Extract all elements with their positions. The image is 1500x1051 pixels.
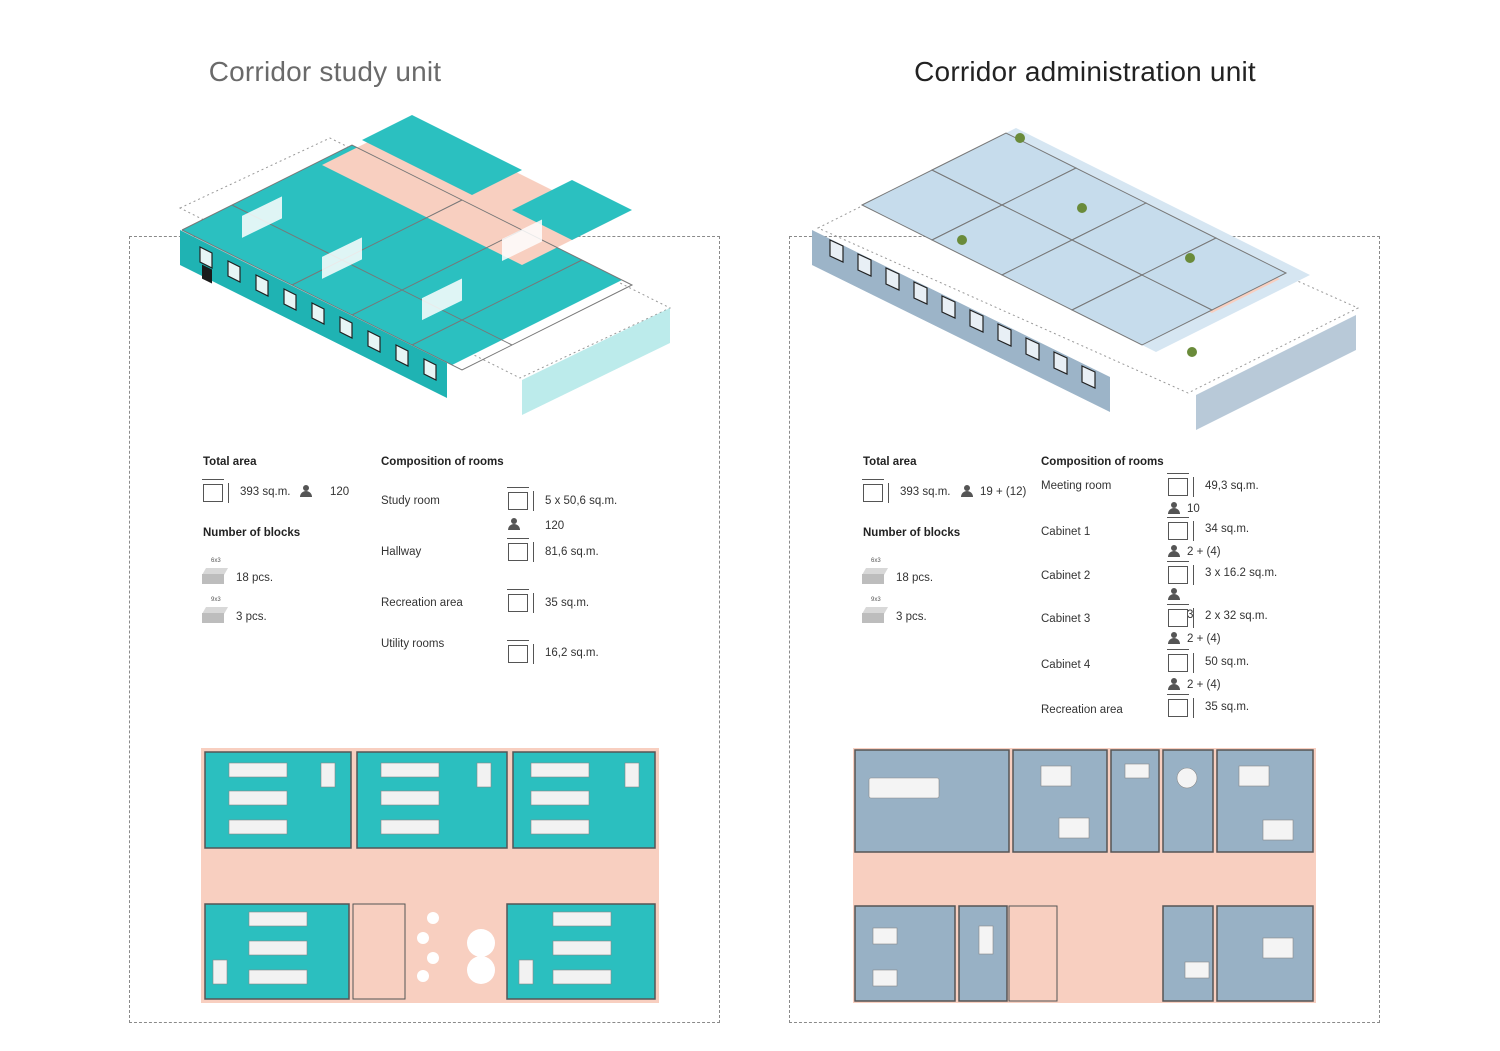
block-6x3-count: 18 pcs. <box>896 572 934 584</box>
room-people: 120 <box>545 520 565 532</box>
room-name: Cabinet 3 <box>1041 613 1091 625</box>
area-icon <box>1167 694 1194 718</box>
study-unit-info: Total area 393 sq.m. 120 Number of block… <box>0 452 750 672</box>
person-icon <box>1168 678 1180 690</box>
area-icon <box>507 640 534 664</box>
room-area: 5 x 50,6 sq.m. <box>545 495 618 507</box>
room-name: Recreation area <box>381 597 463 609</box>
room-name: Study room <box>381 495 440 507</box>
rooms-header: Composition of rooms <box>381 456 504 468</box>
total-area-value: 393 sq.m. <box>240 486 291 498</box>
administration-unit-info: Total area 393 sq.m. 19 + (12) Number of… <box>750 452 1500 722</box>
block-6x3-icon: 6x3 <box>201 558 229 586</box>
area-icon <box>1167 649 1194 673</box>
block-6x3-icon: 6x3 <box>861 558 889 586</box>
room-area: 49,3 sq.m. <box>1205 480 1259 492</box>
administration-unit-isometric <box>812 128 1360 430</box>
person-icon <box>1168 502 1180 514</box>
front-windows <box>829 239 1096 389</box>
blocks-header: Number of blocks <box>863 527 961 539</box>
room-name: Cabinet 4 <box>1041 659 1091 671</box>
room-name: Meeting room <box>1041 480 1112 492</box>
room-people: 2 + (4) <box>1187 633 1221 645</box>
blocks-header: Number of blocks <box>203 527 301 539</box>
total-area-value: 393 sq.m. <box>900 486 951 498</box>
room-area: 50 sq.m. <box>1205 656 1250 668</box>
study-unit-isometric <box>178 115 672 415</box>
area-icon <box>1167 517 1194 541</box>
block-9x3-count: 3 pcs. <box>236 611 267 623</box>
room-people: 10 <box>1187 503 1200 515</box>
room-area: 34 sq.m. <box>1205 523 1250 535</box>
room-name: Cabinet 2 <box>1041 570 1091 582</box>
block-9x3-icon: 9x3 <box>201 597 229 625</box>
area-icon <box>862 479 889 503</box>
total-area-header: Total area <box>203 456 257 468</box>
room-area: 35 sq.m. <box>545 597 590 609</box>
total-people: 120 <box>330 486 350 498</box>
area-icon <box>1167 604 1194 628</box>
person-icon <box>1168 588 1180 600</box>
study-unit-title: Corridor study unit <box>208 56 442 87</box>
rooms-header: Composition of rooms <box>1041 456 1164 468</box>
study-unit-floor-plan <box>201 748 659 1003</box>
person-icon <box>1168 545 1180 557</box>
room-name: Recreation area <box>1041 704 1123 716</box>
room-area: 3 x 16.2 sq.m. <box>1205 567 1278 579</box>
study-unit-panel: Corridor study unit <box>0 56 750 1023</box>
total-people: 19 + (12) <box>980 486 1027 498</box>
block-9x3-icon: 9x3 <box>861 597 889 625</box>
area-icon <box>507 487 534 511</box>
area-icon <box>1167 561 1194 585</box>
front-windows <box>199 246 437 381</box>
administration-unit-panel: Corridor administration unit <box>750 0 1500 1051</box>
person-icon <box>961 485 973 497</box>
room-people: 2 + (4) <box>1187 679 1221 691</box>
area-icon <box>507 589 534 613</box>
room-people: 2 + (4) <box>1187 546 1221 558</box>
area-icon <box>1167 473 1194 497</box>
administration-unit-title: Corridor administration unit <box>914 56 1256 87</box>
room-area: 16,2 sq.m. <box>545 647 599 659</box>
room-area: 81,6 sq.m. <box>545 546 599 558</box>
area-icon <box>202 479 229 503</box>
room-people: 3 <box>1187 609 1194 621</box>
block-6x3-count: 18 pcs. <box>236 572 274 584</box>
total-area-header: Total area <box>863 456 917 468</box>
room-name: Hallway <box>381 546 422 558</box>
block-9x3-count: 3 pcs. <box>896 611 927 623</box>
area-icon <box>507 538 534 562</box>
person-icon <box>508 518 520 530</box>
person-icon <box>1168 632 1180 644</box>
administration-unit-floor-plan <box>853 748 1316 1003</box>
room-name: Cabinet 1 <box>1041 526 1091 538</box>
room-area: 2 x 32 sq.m. <box>1205 610 1268 622</box>
room-name: Utility rooms <box>381 638 445 650</box>
room-area: 35 sq.m. <box>1205 701 1250 713</box>
person-icon <box>300 485 312 497</box>
